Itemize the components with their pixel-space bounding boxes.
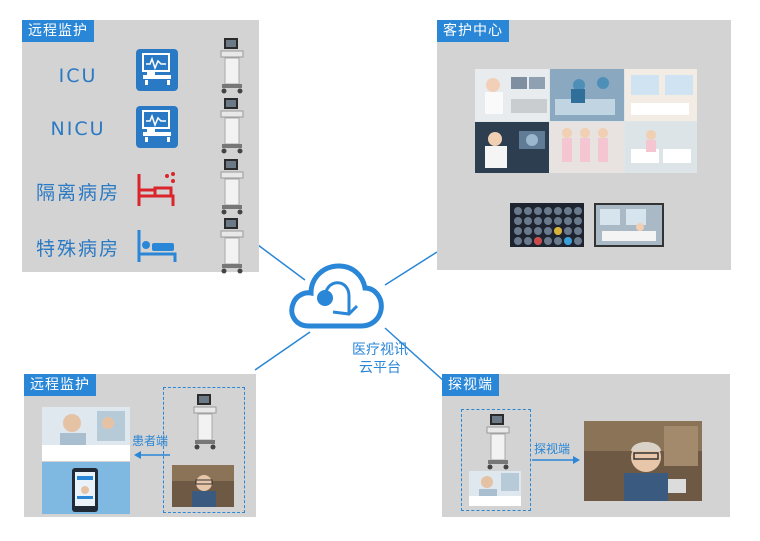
row-label-icu: ICU: [58, 65, 98, 87]
panel-tag: 探视端: [442, 374, 499, 396]
ultrasound-device-icon: [482, 412, 514, 470]
patient-arrow: [134, 450, 170, 460]
care-center-photo-collage: [475, 69, 697, 173]
panel-remote-monitoring-bottom: 远程监护 患者端: [24, 374, 256, 517]
row-label-nicu: NICU: [50, 118, 106, 140]
row-label-isolation-ward: 隔离病房: [35, 182, 120, 204]
visitor-smiling-photo: [584, 421, 702, 501]
ultrasound-device-icon: [216, 157, 248, 215]
visitor-video-photo: [172, 465, 234, 507]
panel-tag: 远程监护: [24, 374, 96, 396]
panel-tag: 远程监护: [22, 20, 94, 42]
patient-equipment-group: [163, 387, 245, 513]
mobile-app-photo: [42, 462, 130, 514]
visiting-end-label: 探视端: [534, 442, 571, 456]
monitoring-screen-image: [510, 203, 584, 247]
icu-monitor-icon: [135, 48, 179, 92]
ultrasound-device-icon: [216, 36, 248, 94]
isolation-bed-icon: [135, 170, 179, 210]
patient-bed-photo: [42, 407, 130, 461]
visiting-equipment-group: [461, 409, 531, 511]
panel-remote-monitoring-top: 远程监护 ICU NICU: [22, 20, 259, 274]
patient-video-photo: [469, 471, 521, 506]
ward-photo: [594, 203, 664, 247]
ultrasound-device-icon: [216, 216, 248, 274]
patient-end-label: 患者端: [132, 434, 169, 448]
cloud-label-line2: 云平台: [359, 360, 401, 376]
nicu-monitor-icon: [135, 105, 179, 149]
ultrasound-device-icon: [216, 96, 248, 154]
panel-visiting-end: 探视端 探视端: [442, 374, 730, 517]
cloud-label-line1: 医疗视讯: [352, 342, 408, 358]
visiting-arrow: [532, 455, 580, 465]
cloud-icon: [287, 256, 385, 334]
panel-care-center: 客护中心: [437, 20, 731, 270]
special-bed-icon: [135, 226, 179, 266]
row-label-special-ward: 特殊病房: [35, 238, 120, 260]
panel-tag: 客护中心: [437, 20, 509, 42]
ultrasound-device-icon: [189, 392, 221, 450]
